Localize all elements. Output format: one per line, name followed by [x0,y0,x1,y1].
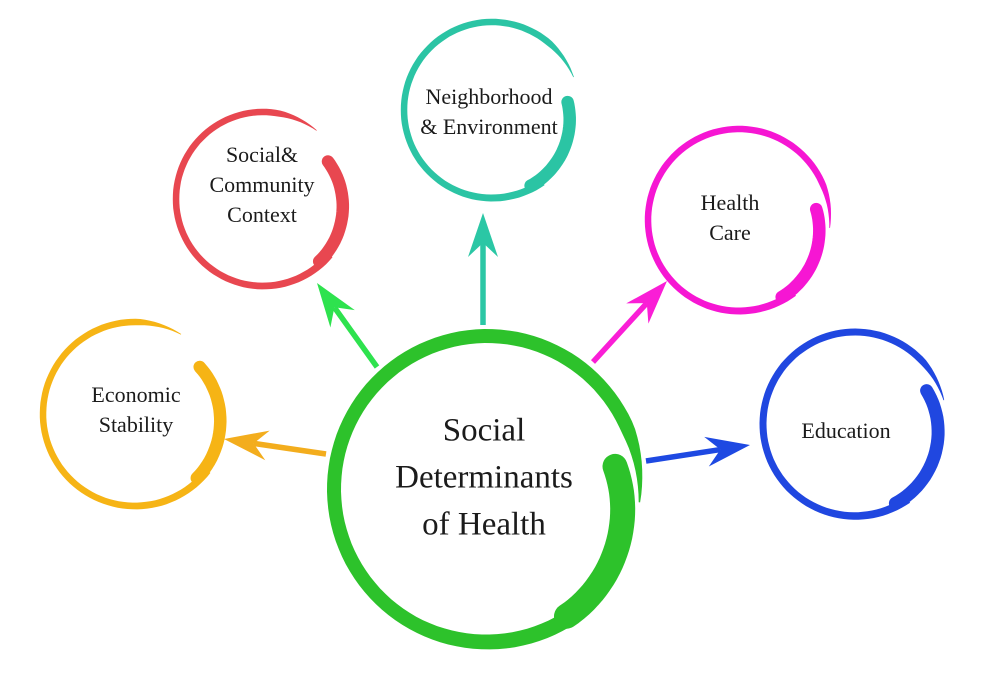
node-education-label: Education [801,418,891,443]
circle-center [327,329,643,650]
center-node-label: Social Determinants of Health [395,412,573,543]
arrow-head [626,281,667,324]
circle-brush-end [554,453,636,629]
circle-stroke [172,108,333,290]
circle-brush-end [888,384,945,510]
node-social-community-context-label: Social& Community Context [209,142,315,227]
node-economic-stability-label: Economic Stability [91,382,181,437]
arrow-head [468,213,498,257]
arrow-shaft [590,301,649,364]
node-health-care-label: Health Care [700,190,760,245]
arrow-social-community-context [317,283,380,369]
circle-health-care [644,125,831,315]
circle-brush-end [524,95,576,192]
arrow-shaft [253,440,327,457]
arrow-head [224,430,270,461]
arrow-head [704,436,750,467]
arrow-economic-stability [224,430,327,461]
node-neighborhood-environment-label: Neighborhood & Environment [420,84,558,139]
circle-brush-end [775,202,826,304]
arrow-health-care [590,281,667,364]
circle-education [759,328,945,520]
circle-brush-end [312,155,350,268]
circle-economic-stability [39,318,227,510]
circle-brush-end [190,360,227,485]
circle-social-community-context [172,108,350,290]
arrow-neighborhood-environment [468,213,498,325]
circle-neighborhood-environment [400,18,576,202]
arrow-head [317,283,355,328]
arrow-education [645,436,750,467]
arrow-shaft [332,305,380,369]
arrow-shaft [645,446,721,464]
